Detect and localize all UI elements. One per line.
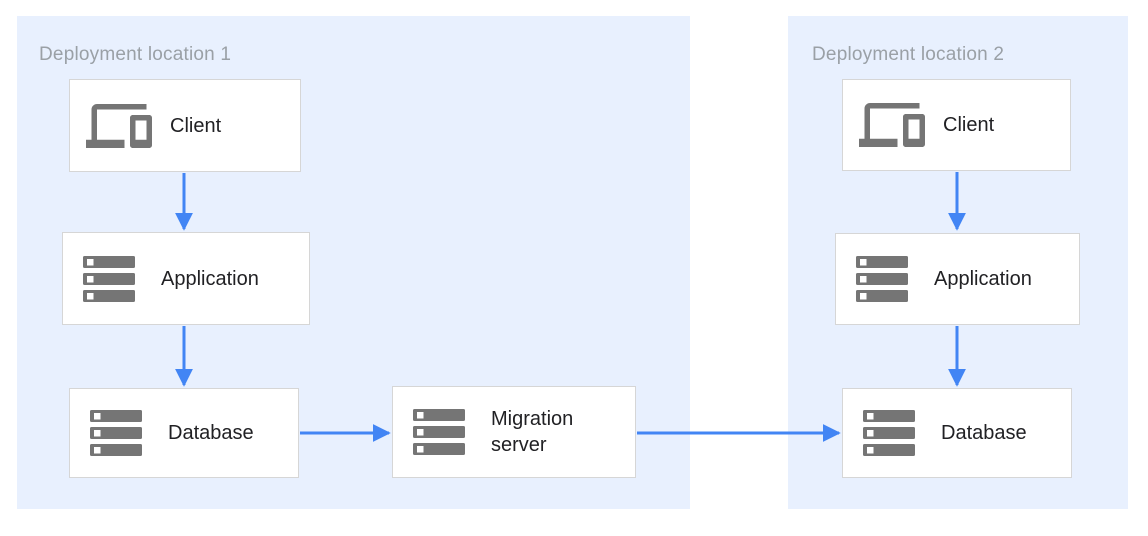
node-label: Client <box>943 114 995 136</box>
node-label: Database <box>168 422 254 444</box>
region-title: Deployment location 2 <box>812 44 1005 65</box>
node-label: Application <box>934 268 1032 290</box>
node-database-location1: Database <box>69 388 299 478</box>
devices-icon <box>86 93 152 159</box>
server-stack-icon <box>413 409 465 455</box>
region-title: Deployment location 1 <box>39 44 232 65</box>
node-database-location2: Database <box>842 388 1072 478</box>
node-label: Migration server <box>491 408 574 456</box>
node-label: Database <box>941 422 1027 444</box>
node-client-location1: Client <box>69 79 301 172</box>
node-migration-server: Migration server <box>392 386 636 478</box>
node-client-location2: Client <box>842 79 1071 171</box>
node-label: Client <box>170 114 222 137</box>
devices-icon <box>859 92 925 158</box>
server-stack-icon <box>856 256 908 302</box>
node-label: Application <box>161 267 259 290</box>
server-stack-icon <box>863 410 915 456</box>
node-application-location2: Application <box>835 233 1080 325</box>
server-stack-icon <box>90 410 142 456</box>
node-application-location1: Application <box>62 232 310 325</box>
server-stack-icon <box>83 255 135 302</box>
